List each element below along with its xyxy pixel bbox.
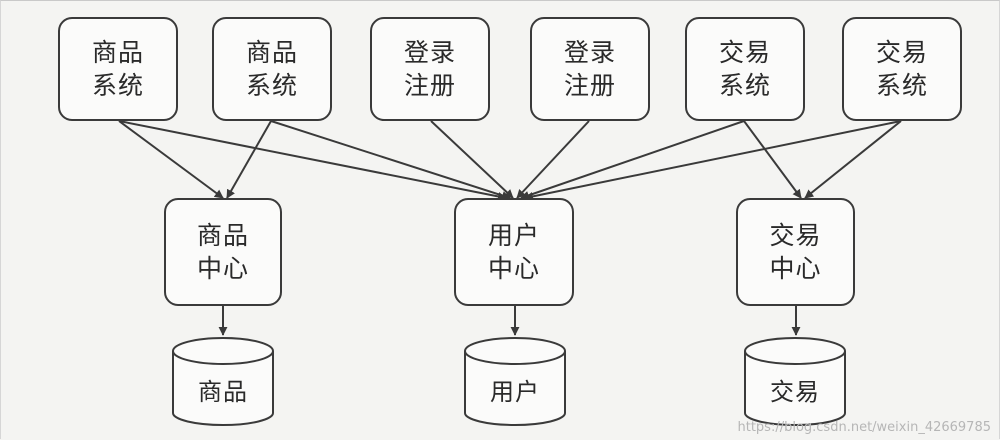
arrow-sys5-to-trade-center xyxy=(743,120,802,199)
database-cylinder-product xyxy=(172,337,274,426)
database-label-product: 商品 xyxy=(198,378,248,406)
system-label-line2: 系统 xyxy=(718,71,771,100)
system-box-trade-2: 交易 系统 xyxy=(842,17,962,121)
arrow-sys4-to-user-center xyxy=(516,120,590,199)
database-label-trade: 交易 xyxy=(770,378,820,406)
center-label-line1: 商品 xyxy=(196,221,249,250)
center-label-line2: 中心 xyxy=(769,254,822,283)
system-label-line1: 商品 xyxy=(91,38,144,67)
system-label-line1: 交易 xyxy=(875,38,928,67)
system-box-trade-1: 交易 系统 xyxy=(685,17,805,121)
system-label-line2: 注册 xyxy=(563,71,616,100)
system-box-product-2: 商品 系统 xyxy=(212,17,332,121)
system-label-line2: 系统 xyxy=(245,71,298,100)
system-label-line2: 系统 xyxy=(875,71,928,100)
watermark-text: https://blog.csdn.net/weixin_42669785 xyxy=(737,420,991,435)
database-cylinder-trade xyxy=(744,337,846,426)
arrow-sys6-to-user-center xyxy=(524,120,902,201)
system-box-product-1: 商品 系统 xyxy=(58,17,178,121)
database-label-user: 用户 xyxy=(490,378,540,406)
arrow-sys6-to-trade-center xyxy=(804,120,902,199)
center-label-line2: 中心 xyxy=(196,254,249,283)
system-label-line2: 系统 xyxy=(91,71,144,100)
arrow-sys5-to-user-center xyxy=(520,120,745,200)
center-label-line1: 用户 xyxy=(487,221,540,250)
system-label-line2: 注册 xyxy=(403,71,456,100)
center-box-trade: 交易 中心 xyxy=(736,198,855,306)
system-box-login-1: 登录 注册 xyxy=(370,17,490,121)
arrow-sys1-to-product-center xyxy=(118,120,224,199)
center-box-user: 用户 中心 xyxy=(454,198,574,306)
center-label-line1: 交易 xyxy=(769,221,822,250)
system-label-line1: 登录 xyxy=(563,38,616,67)
system-label-line1: 商品 xyxy=(245,38,298,67)
arrow-sys3-to-user-center xyxy=(430,120,514,199)
database-cylinder-user xyxy=(464,337,566,426)
arrow-sys1-to-user-center xyxy=(118,120,507,201)
system-box-login-2: 登录 注册 xyxy=(530,17,650,121)
arrow-sys2-to-product-center xyxy=(226,120,272,199)
center-label-line2: 中心 xyxy=(487,254,540,283)
system-label-line1: 交易 xyxy=(718,38,771,67)
center-box-product: 商品 中心 xyxy=(164,198,282,306)
arrow-sys2-to-user-center xyxy=(270,120,511,200)
system-label-line1: 登录 xyxy=(403,38,456,67)
